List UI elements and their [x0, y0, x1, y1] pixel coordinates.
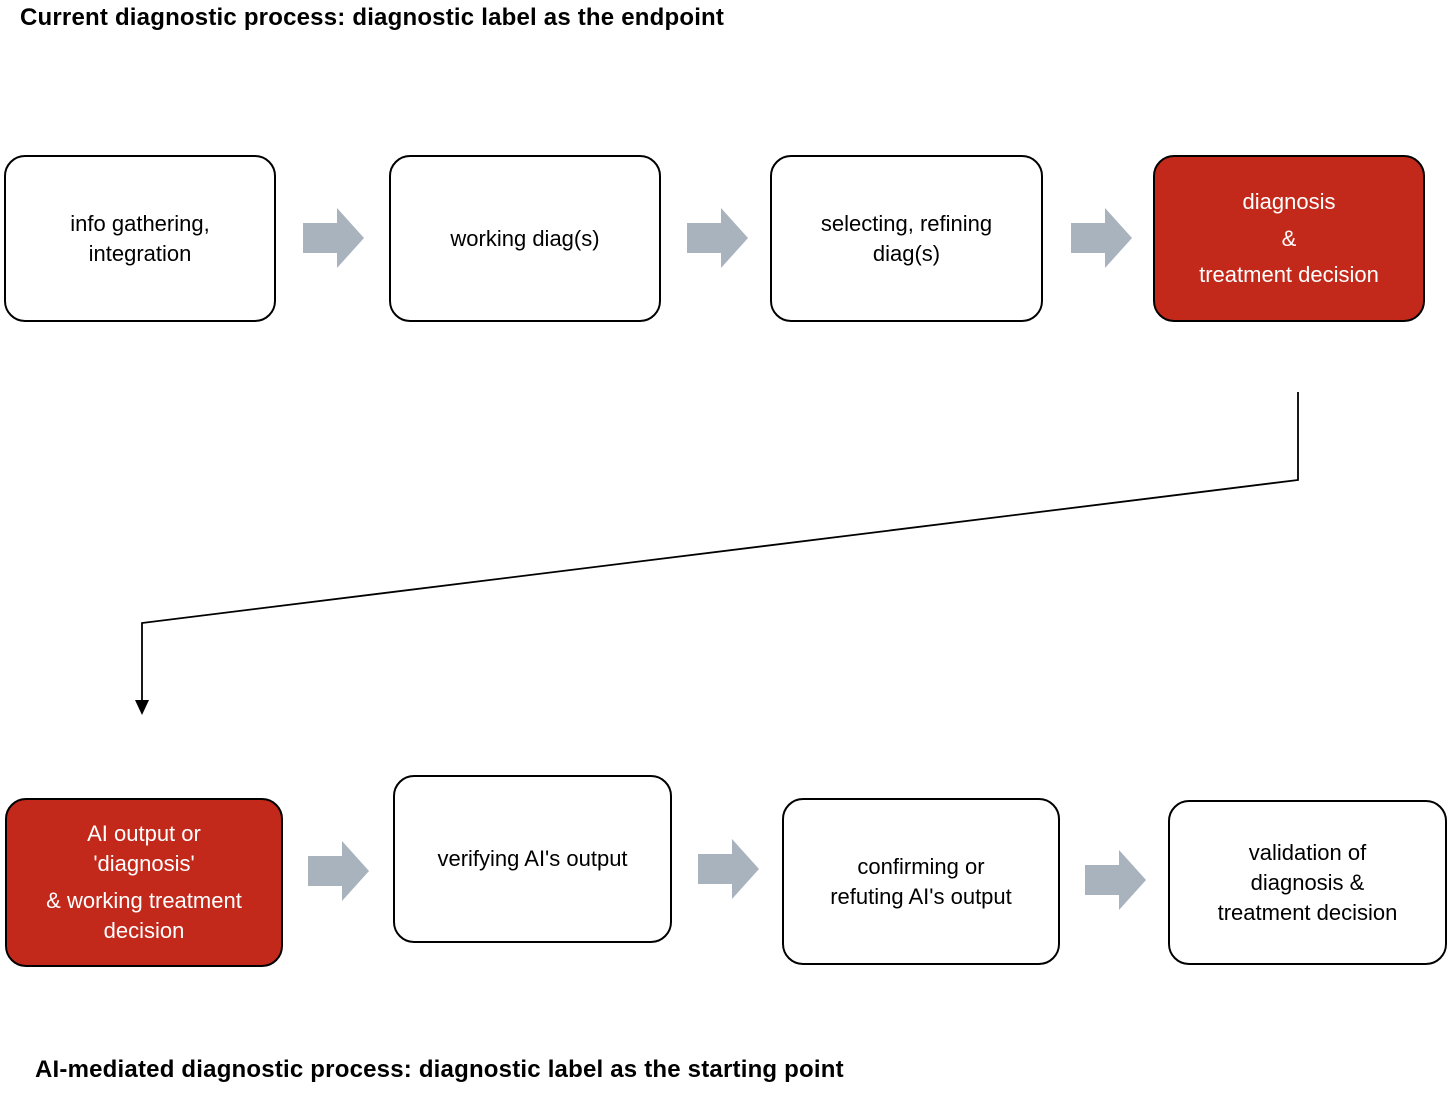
block-arrow-right-icon	[1071, 208, 1132, 268]
box-text: verifying AI's output	[437, 844, 627, 874]
box-text-line: decision	[103, 918, 185, 943]
block-arrow-right-icon	[308, 841, 369, 901]
box-paragraph: & working treatment decision	[46, 886, 242, 946]
box-paragraph: AI output or 'diagnosis'	[46, 819, 242, 879]
box-text: working diag(s)	[450, 224, 599, 254]
box-text-line: &	[1281, 225, 1297, 251]
box-text-line: verifying AI's output	[437, 846, 628, 871]
flow-box-ai-output: AI output or 'diagnosis' & working treat…	[5, 798, 283, 967]
block-arrow-right-icon	[687, 208, 748, 268]
box-text-line: diagnosis &	[1250, 869, 1365, 895]
block-arrow-right-icon	[698, 839, 759, 899]
box-text: info gathering, integration	[70, 209, 209, 269]
box-text-line: AI output or	[87, 821, 201, 846]
box-text: confirming or refuting AI's output	[830, 852, 1012, 912]
box-text: validation of diagnosis & treatment deci…	[1218, 838, 1398, 928]
box-text-line: validation of	[1248, 839, 1367, 865]
box-text-line: refuting AI's output	[830, 883, 1012, 909]
box-text-line: diag(s)	[872, 240, 941, 266]
box-text-line: & working treatment	[46, 888, 242, 913]
block-arrow-right-icon	[303, 208, 364, 268]
top-title: Current diagnostic process: diagnostic l…	[20, 4, 725, 31]
flow-box-validation: validation of diagnosis & treatment deci…	[1168, 800, 1447, 965]
flow-box-diagnosis-treatment: diagnosis & treatment decision	[1153, 155, 1425, 322]
flow-box-confirming-refuting: confirming or refuting AI's output	[782, 798, 1060, 965]
box-text-line: confirming or	[857, 853, 985, 879]
flow-box-info-gathering: info gathering, integration	[4, 155, 276, 322]
block-arrow-right-icon	[1085, 850, 1146, 910]
box-text: diagnosis & treatment decision	[1199, 181, 1379, 297]
box-text-line: 'diagnosis'	[93, 851, 195, 876]
box-text-line: selecting, refining	[820, 210, 993, 236]
box-text-line: integration	[88, 240, 192, 266]
box-text-line: diagnosis	[1242, 189, 1336, 214]
flow-box-working-diag: working diag(s)	[389, 155, 661, 322]
flow-box-verifying-output: verifying AI's output	[393, 775, 672, 943]
box-text-line: working diag(s)	[450, 225, 600, 251]
bottom-title: AI-mediated diagnostic process: diagnost…	[35, 1056, 844, 1083]
box-text: selecting, refining diag(s)	[821, 209, 992, 269]
box-text: AI output or 'diagnosis' & working treat…	[46, 812, 242, 953]
box-text-line: info gathering,	[70, 210, 210, 236]
box-text-line: treatment decision	[1217, 899, 1398, 925]
box-text-line: treatment decision	[1199, 262, 1379, 287]
flow-box-selecting-refining: selecting, refining diag(s)	[770, 155, 1043, 322]
